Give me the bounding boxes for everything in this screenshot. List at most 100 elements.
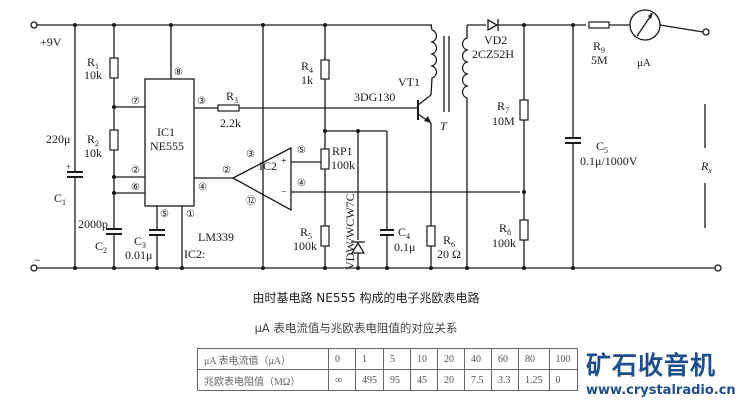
ic2-minus: − [281, 187, 287, 198]
c3-ref: C3 [134, 234, 146, 250]
resistor-r1 [109, 23, 119, 130]
watermark-url: www.crystalradio.cn [586, 383, 736, 398]
table-cell: ∞ [328, 369, 356, 391]
transistor-vt1 [417, 94, 432, 228]
table-cell: 1 [355, 348, 384, 370]
meter-label: μA [637, 57, 651, 69]
c2-ref: C2 [95, 239, 107, 255]
capacitor-c5 [565, 25, 581, 270]
ic2-plus: + [281, 156, 287, 167]
ic1-pin2: ② [131, 165, 140, 176]
svg-text:+: + [66, 162, 71, 172]
supply-rail [30, 21, 432, 29]
diode-vd2 [487, 18, 586, 32]
table-caption: μA 表电流值与兆欧表电阻值的对应关系 [254, 321, 458, 335]
table-cell: 495 [355, 369, 384, 391]
capacitor-c2 [106, 228, 122, 270]
ic2-note: IC2: [184, 247, 205, 261]
table-cell: 7.5 [464, 369, 492, 391]
resistor-r8 [519, 219, 529, 270]
row-header: μA 表电流值（μA） [197, 348, 329, 370]
ic2-ref: IC2 [259, 159, 277, 173]
c5-ref: C5 [596, 139, 608, 155]
ic2-pin4: ④ [297, 178, 306, 189]
r2-value: 10k [84, 146, 102, 160]
transformer-t [429, 24, 486, 268]
table-cell: 5 [383, 348, 411, 370]
ground-label: − [34, 253, 41, 267]
table-cell: 20 [437, 369, 465, 391]
r4-ref: R4 [301, 59, 313, 75]
c4-ref: C4 [398, 225, 410, 241]
table-row: μA 表电流值（μA） 0 1 5 10 20 40 60 80 100 [197, 348, 578, 370]
c1-ref: C1 [54, 191, 66, 207]
ground-rail [30, 264, 722, 272]
resistor-r9 [588, 21, 630, 29]
table-cell: 60 [491, 348, 519, 370]
ic2-comparator [231, 23, 520, 270]
resistor-r5 [320, 225, 330, 270]
ic1-pin5: ⑤ [160, 209, 169, 220]
vd2-part: 2CZ52H [472, 47, 514, 61]
vd2-ref: VD2 [484, 33, 507, 47]
ic1-pin3: ③ [197, 96, 206, 107]
vd1-part: VDW/WCW7C [343, 193, 357, 270]
ic2-part: LM339 [198, 230, 234, 244]
capacitor-c4 [380, 131, 394, 270]
c2-value: 2000p [78, 217, 108, 231]
r9-ref: R9 [593, 39, 605, 55]
table-cell: 45 [410, 369, 438, 391]
row-header: 兆欧表电阻值（MΩ） [197, 369, 329, 391]
r7-value: 10M [492, 114, 515, 128]
r1-value: 10k [84, 68, 102, 82]
r5-ref: R5 [300, 225, 312, 241]
r2-ref: R2 [87, 132, 99, 148]
supply-label: +9V [40, 35, 62, 49]
table-cell: 0 [328, 348, 356, 370]
circuit-schematic: +9V − + 220μ C1 R1 10k R2 10k 2000p C2 [30, 9, 722, 272]
table-cell: 10 [410, 348, 438, 370]
r6-ref: R6 [443, 233, 455, 249]
microammeter [629, 9, 710, 41]
zener-diode-vd1 [350, 131, 366, 270]
table-cell: 1.25 [518, 369, 550, 391]
table-row: 兆欧表电阻值（MΩ） ∞ 495 95 45 20 7.5 3.3 1.25 0 [197, 369, 578, 391]
table-cell: 40 [464, 348, 492, 370]
ic1-pin7: ⑦ [131, 96, 140, 107]
r3-value: 2.2k [220, 116, 241, 130]
rx-label: Rx [700, 159, 712, 175]
transformer-ref: T [440, 119, 448, 133]
c4-value: 0.1μ [394, 240, 415, 254]
table-cell: 95 [383, 369, 411, 391]
vt1-part: 3DG130 [354, 90, 395, 104]
table-cell: 20 [437, 348, 465, 370]
c3-value: 0.01μ [125, 248, 152, 262]
ic1-pin4: ④ [198, 182, 207, 193]
potentiometer-rp1 [320, 148, 330, 170]
resistor-r2 [109, 105, 145, 230]
ic2-pin2: ② [222, 165, 231, 176]
r7-ref: R7 [497, 99, 509, 115]
ic2-pin3: ③ [246, 149, 255, 160]
table-cell: 3.3 [491, 369, 519, 391]
watermark-logo: 矿石收音机 www.crystalradio.cn [586, 351, 752, 398]
r5-value: 100k [293, 239, 317, 253]
r3-ref: R3 [226, 89, 238, 105]
ic1-pin6: ⑥ [131, 182, 140, 193]
r9-value: 5M [591, 53, 608, 67]
rp1-value: 100k [331, 158, 355, 172]
ic1-pin8: ⑧ [174, 67, 183, 78]
ic2-pin12: ⑫ [246, 195, 256, 207]
ic1-ref: IC1 [157, 125, 175, 139]
rp1-ref: RP1 [332, 144, 353, 158]
resistor-r7 [519, 25, 529, 220]
c1-value: 220μ [46, 132, 70, 146]
resistor-r6 [426, 225, 469, 270]
capacitor-c1: + [66, 23, 83, 270]
r1-ref: R1 [87, 55, 99, 71]
ic1-part: NE555 [150, 139, 184, 153]
circuit-caption: 由时基电路 NE555 构成的电子兆欧表电路 [252, 291, 480, 305]
r4-value: 1k [301, 73, 313, 87]
current-resistance-table: μA 表电流值（μA） 0 1 5 10 20 40 60 80 100 兆欧表… [197, 348, 578, 391]
r8-value: 100k [492, 236, 516, 250]
